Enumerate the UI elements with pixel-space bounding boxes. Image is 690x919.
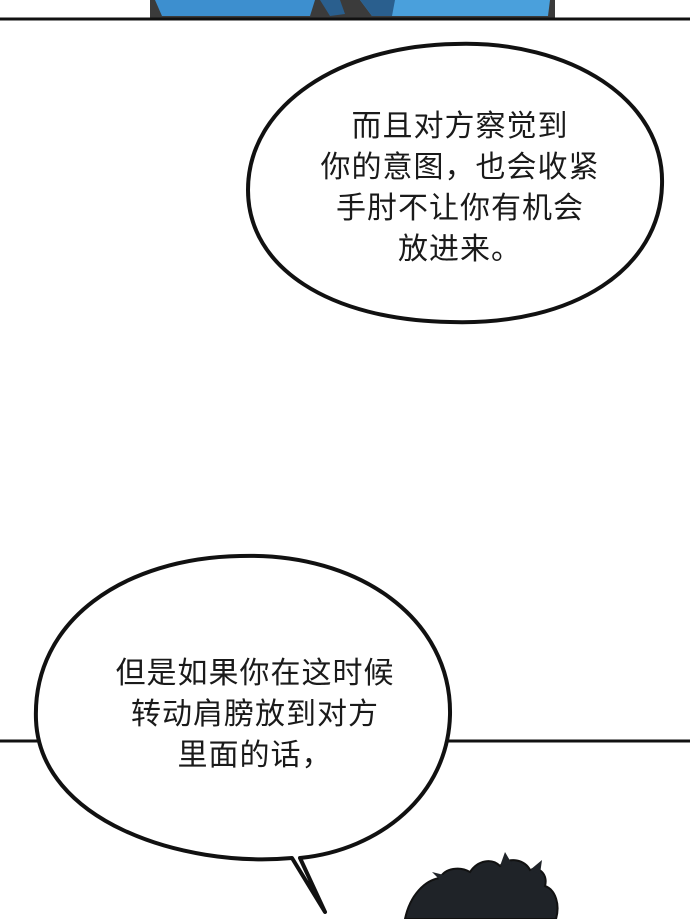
bubble-1-line-1: 而且对方察觉到 [351, 109, 569, 144]
bubble-2-line-1: 但是如果你在这时候 [115, 656, 395, 691]
bubble-2-line-2: 转动肩膀放到对方 [131, 697, 379, 732]
speech-bubble-1-text: 而且对方察觉到 你的意图，也会收紧 手肘不让你有机会 放进来。 [300, 106, 620, 270]
top-panel-art [0, 0, 690, 22]
bubble-2-line-3: 里面的话， [177, 738, 333, 773]
speech-bubble-2-text: 但是如果你在这时候 转动肩膀放到对方 里面的话， [90, 653, 420, 776]
bubble-1-line-2: 你的意图，也会收紧 [320, 150, 600, 185]
bubble-1-line-3: 手肘不让你有机会 [336, 191, 584, 226]
bubble-1-line-4: 放进来。 [398, 232, 522, 267]
character-shirt-illustration [0, 0, 690, 22]
